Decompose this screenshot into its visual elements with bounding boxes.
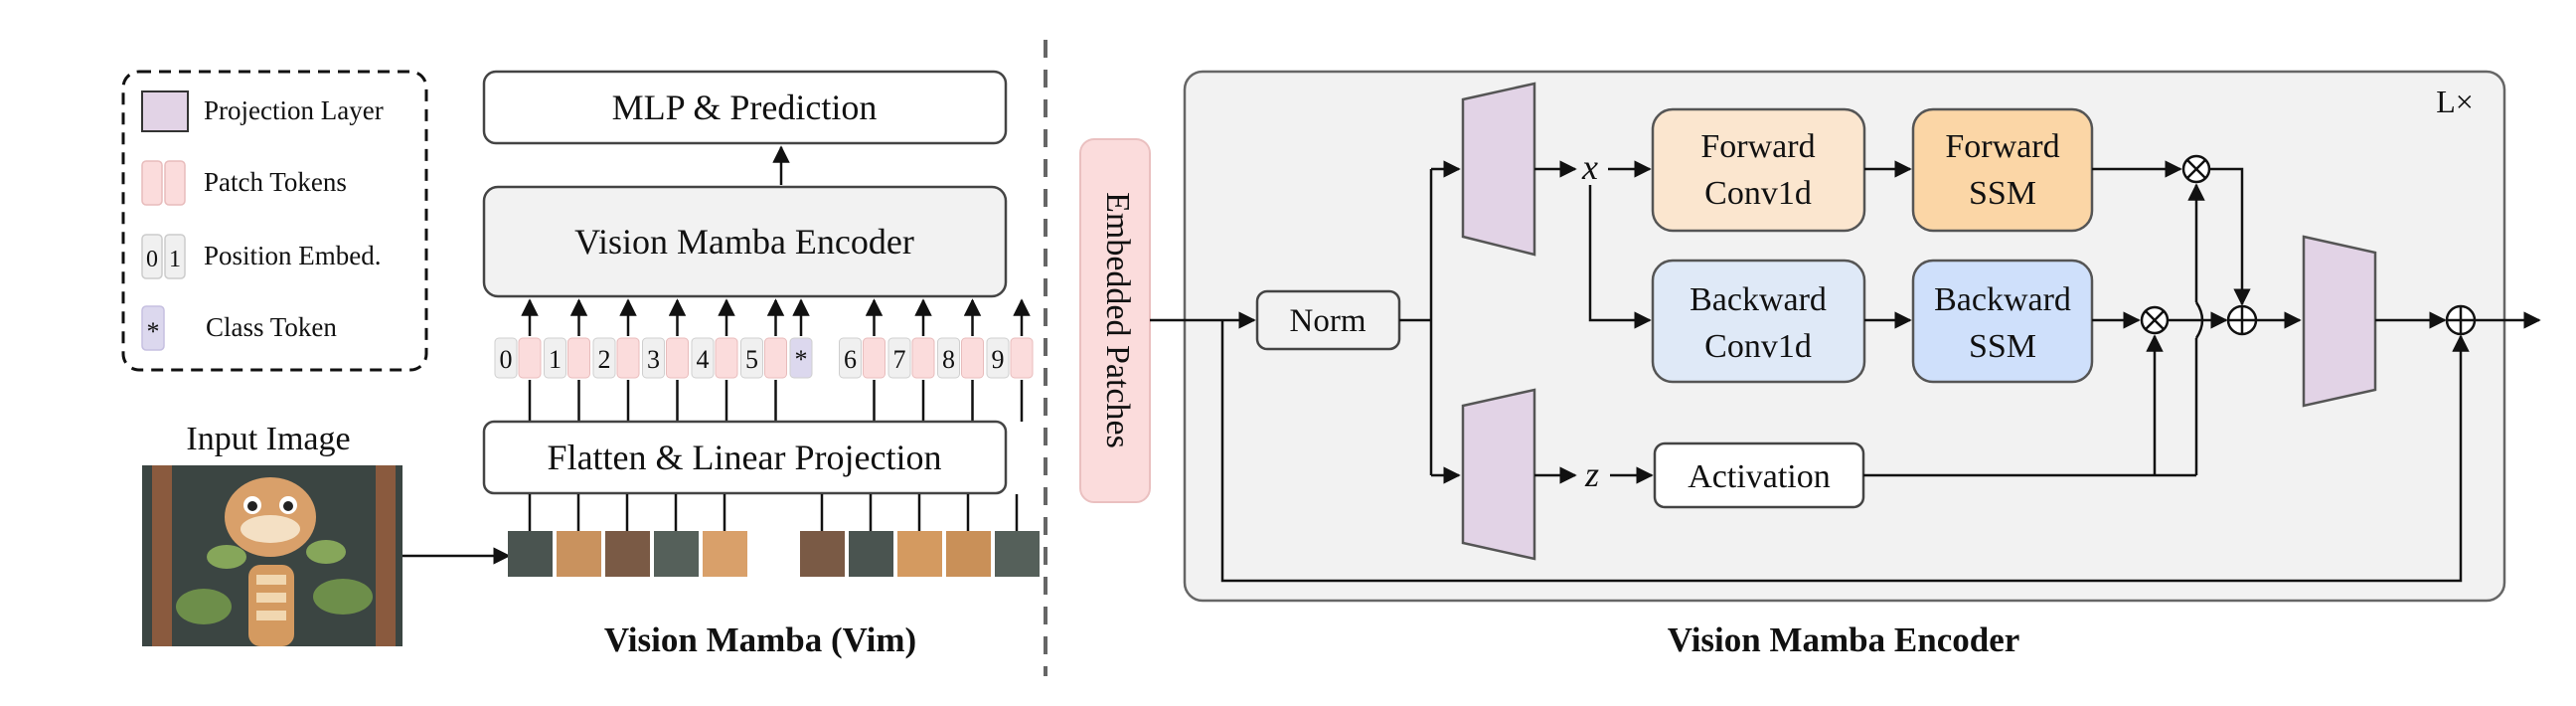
norm-label: Norm xyxy=(1290,303,1367,339)
token-pair: 1 xyxy=(544,337,590,379)
position-label: 7 xyxy=(893,345,906,374)
token-pair: 5 xyxy=(740,337,787,379)
position-label: 8 xyxy=(942,345,955,374)
token-pair: 0 xyxy=(494,337,542,379)
flatten-projection-box xyxy=(482,420,1008,495)
svg-text:Backward: Backward xyxy=(1934,281,2071,318)
svg-text:Forward: Forward xyxy=(1700,128,1815,165)
svg-text:Backward: Backward xyxy=(1690,281,1827,318)
token-pair: 3 xyxy=(642,337,689,379)
mlp-prediction-label: MLP & Prediction xyxy=(612,88,878,127)
svg-text:Forward: Forward xyxy=(1945,128,2059,165)
token-pair: 7 xyxy=(887,337,935,379)
position-label: 5 xyxy=(745,345,758,374)
position-label: 0 xyxy=(500,345,513,374)
activation-label: Activation xyxy=(1688,458,1831,495)
position-label: 1 xyxy=(549,345,562,374)
svg-text:Conv1d: Conv1d xyxy=(1704,175,1812,212)
legend-label-position: Position Embed. xyxy=(204,241,382,270)
image-patch xyxy=(557,531,601,577)
legend-border xyxy=(121,70,428,372)
svg-text:SSM: SSM xyxy=(1969,175,2036,212)
x-symbol: x xyxy=(1581,147,1598,187)
token-pair: 8 xyxy=(937,337,984,379)
position-embed-icon: 0 1 xyxy=(141,234,186,279)
repeat-label: L× xyxy=(2436,84,2474,119)
projection-layer-x xyxy=(1461,82,1536,257)
image-patch xyxy=(654,531,699,577)
multiply-node-forward xyxy=(2181,154,2211,184)
image-patch xyxy=(508,531,553,577)
image-patch xyxy=(849,531,893,577)
image-patch xyxy=(703,531,747,577)
legend-label-class: Class Token xyxy=(206,312,337,342)
svg-text:SSM: SSM xyxy=(1969,328,2036,365)
embedded-patches-label: Embedded Patches xyxy=(1099,192,1136,448)
token-pair: 4 xyxy=(691,337,738,379)
class-token: * xyxy=(789,337,813,379)
projection-layer-z xyxy=(1461,388,1536,561)
svg-text:Conv1d: Conv1d xyxy=(1704,328,1812,365)
svg-text:*: * xyxy=(147,317,160,346)
vim-caption: Vision Mamba (Vim) xyxy=(604,620,916,659)
encoder-caption: Vision Mamba Encoder xyxy=(1668,620,2020,659)
image-patch-strip xyxy=(508,494,1040,577)
position-label: 3 xyxy=(647,345,660,374)
legend-label-patch: Patch Tokens xyxy=(204,167,347,197)
class-token-icon: * xyxy=(141,305,165,351)
position-label: 6 xyxy=(844,345,857,374)
position-label: 4 xyxy=(697,345,710,374)
position-label: 2 xyxy=(598,345,611,374)
mlp-prediction-box xyxy=(482,70,1008,145)
patch-tokens-icon xyxy=(141,160,186,206)
projection-layer-icon xyxy=(141,90,189,132)
projection-layer-output xyxy=(2302,235,2377,408)
residual-path xyxy=(1220,320,2470,583)
flatten-projection-label: Flatten & Linear Projection xyxy=(548,438,942,477)
image-patch xyxy=(995,531,1040,577)
add-node-branches xyxy=(2226,304,2258,336)
vim-encoder-box xyxy=(482,185,1008,298)
image-patch xyxy=(897,531,942,577)
legend: Projection Layer Patch Tokens 0 1 Positi… xyxy=(121,70,428,372)
svg-text:1: 1 xyxy=(169,247,181,272)
position-label: * xyxy=(795,345,808,374)
token-pair: 6 xyxy=(839,337,886,379)
legend-label-projection: Projection Layer xyxy=(204,95,384,125)
multiply-node-backward xyxy=(2140,305,2170,335)
z-symbol: z xyxy=(1584,454,1599,494)
image-patch xyxy=(800,531,845,577)
vim-encoder-label: Vision Mamba Encoder xyxy=(574,222,914,262)
token-pair: 2 xyxy=(592,337,640,379)
image-patch xyxy=(946,531,991,577)
token-row: 0 1 2 3 4 5 * 6 7 8 9 xyxy=(494,298,1034,422)
position-label: 9 xyxy=(992,345,1005,374)
input-image xyxy=(142,465,402,646)
token-pair: 9 xyxy=(986,337,1034,379)
add-node-residual xyxy=(2445,304,2477,336)
svg-text:0: 0 xyxy=(146,247,158,272)
input-image-label: Input Image xyxy=(186,421,350,457)
image-patch xyxy=(605,531,650,577)
